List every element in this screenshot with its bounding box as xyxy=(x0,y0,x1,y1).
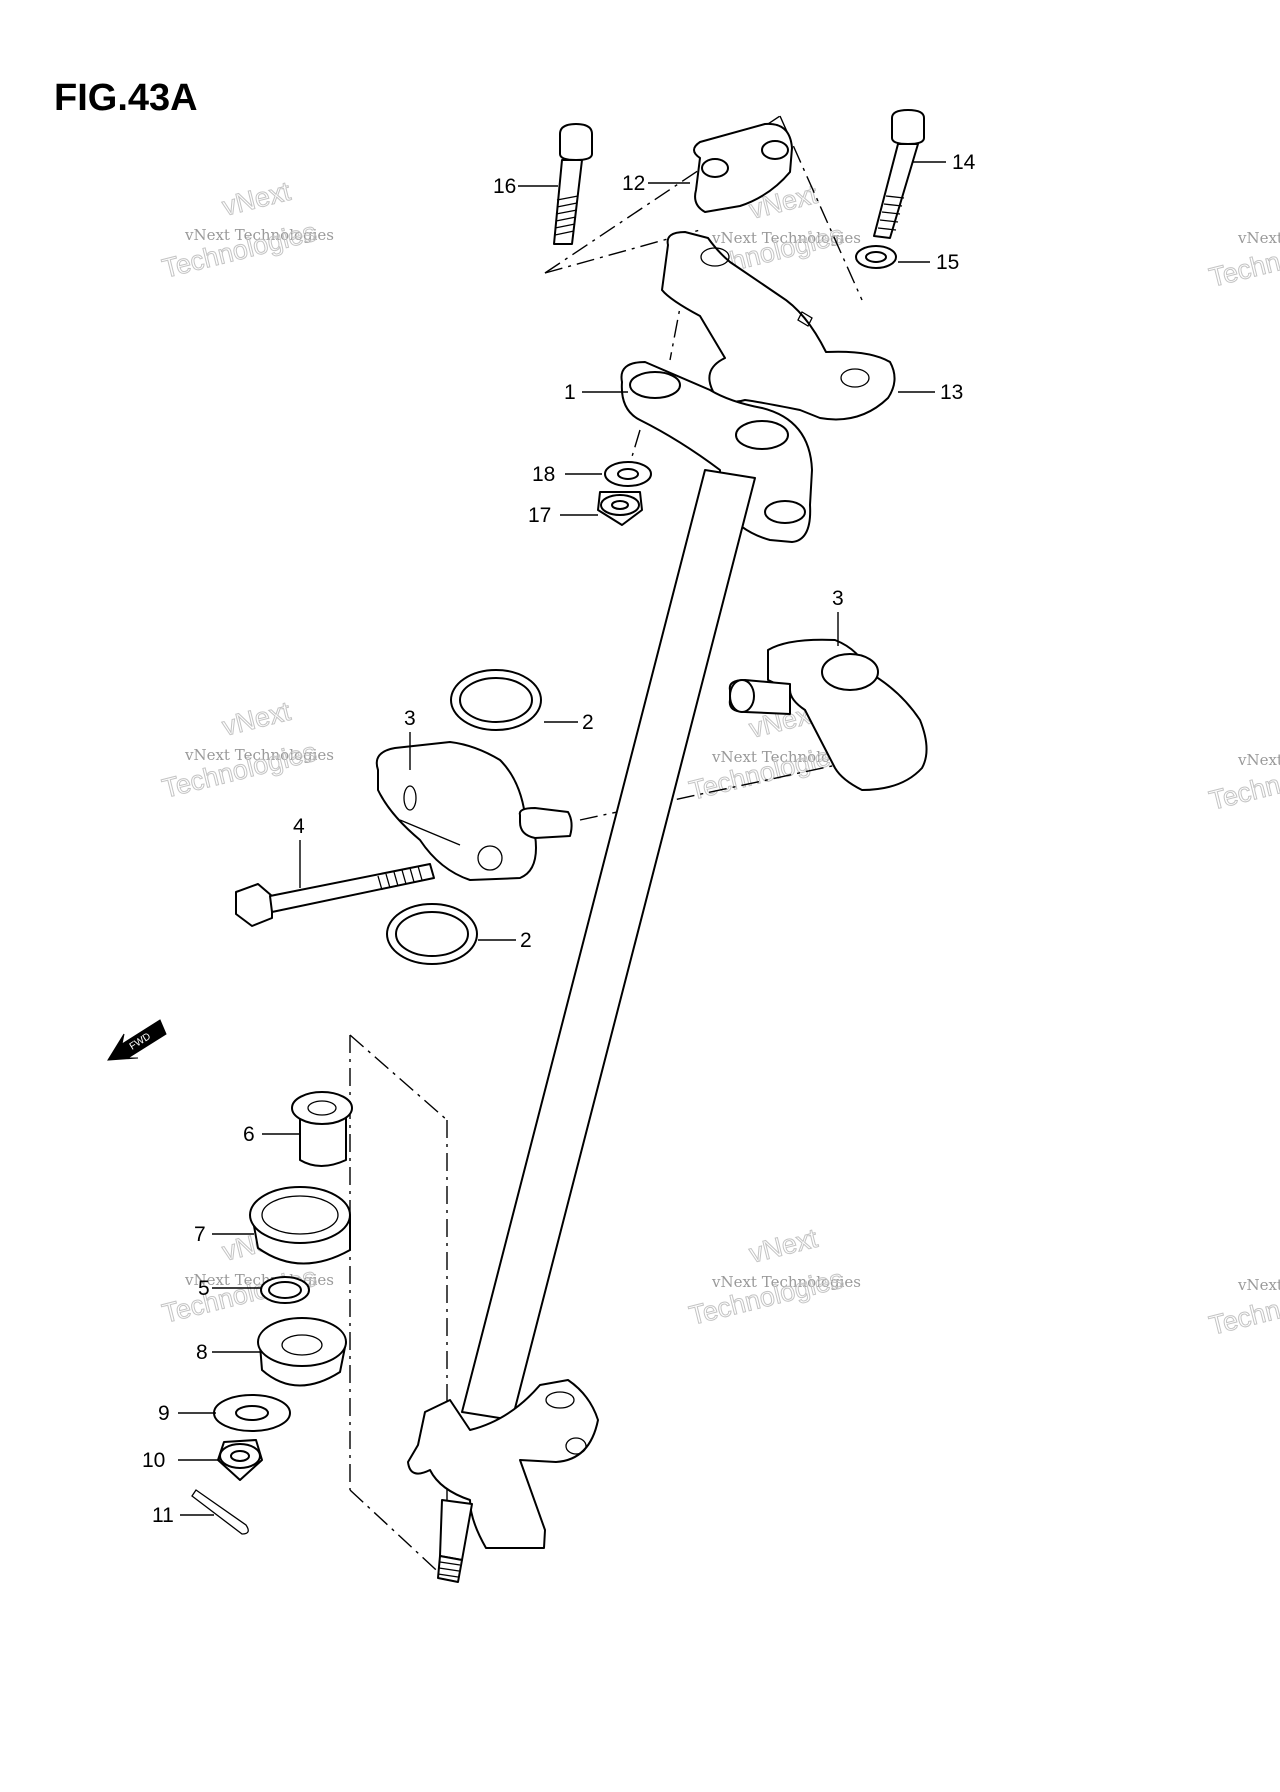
callout-13: 13 xyxy=(940,381,963,404)
part-9-washer[interactable] xyxy=(213,1394,291,1432)
part-11-cotter-pin[interactable] xyxy=(191,1489,249,1535)
callout-17: 17 xyxy=(528,504,551,527)
callout-15: 15 xyxy=(936,251,959,274)
callout-3-right: 3 xyxy=(832,587,844,610)
callout-10: 10 xyxy=(142,1449,165,1472)
part-3-shaft-holder-left[interactable] xyxy=(375,741,573,881)
svg-text:vNext Technologies: vNext Technologies xyxy=(711,748,861,766)
svg-text:vNext Technologies: vNext Technologies xyxy=(1237,751,1280,769)
watermark: vNext Technologies vNext Technologies xyxy=(159,175,334,284)
watermark: vNext Technologies vNext Technologies xyxy=(159,695,334,804)
part-2-bushing-lower[interactable] xyxy=(386,903,478,965)
svg-text:vNext Technologies: vNext Technologies xyxy=(184,226,334,244)
part-2-bushing-upper[interactable] xyxy=(450,669,542,731)
part-8-bearing[interactable] xyxy=(257,1317,347,1387)
callout-5: 5 xyxy=(198,1277,210,1300)
part-10-nut[interactable] xyxy=(217,1439,263,1481)
callout-18: 18 xyxy=(532,463,555,486)
callout-8: 8 xyxy=(196,1341,208,1364)
svg-text:vNext Technologies: vNext Technologies xyxy=(1237,229,1280,247)
callout-2-upper: 2 xyxy=(582,711,594,734)
callout-9: 9 xyxy=(158,1402,170,1425)
part-4-bolt[interactable] xyxy=(235,863,435,927)
svg-text:vNext: vNext xyxy=(219,696,294,742)
part-14-bolt[interactable] xyxy=(873,109,925,239)
callout-2-lower: 2 xyxy=(520,929,532,952)
part-12-upper-clamp[interactable] xyxy=(693,122,793,213)
svg-text:vNext Technologies: vNext Technologies xyxy=(1237,1276,1280,1294)
callout-1: 1 xyxy=(564,381,576,404)
fwd-arrow-icon: FWD xyxy=(107,1019,167,1061)
part-16-bolt[interactable] xyxy=(553,123,593,245)
callouts: 16 12 14 15 13 1 18 17 3 3 2 4 2 6 7 5 8… xyxy=(142,151,976,1527)
svg-text:vNext Technologies: vNext Technologies xyxy=(711,1273,861,1291)
svg-text:vNext Technologies: vNext Technologies xyxy=(711,229,861,247)
callout-14: 14 xyxy=(952,151,976,174)
callout-6: 6 xyxy=(243,1123,255,1146)
watermark-edge: vNext Technologies Technologies vNext Te… xyxy=(1206,225,1280,1341)
callout-3-left: 3 xyxy=(404,707,416,730)
svg-text:vNext: vNext xyxy=(219,176,294,222)
svg-text:vNext Technologies: vNext Technologies xyxy=(184,746,334,764)
part-13-handlebar-holder[interactable] xyxy=(661,231,896,421)
part-6-bushing[interactable] xyxy=(291,1091,353,1167)
part-7-seal[interactable] xyxy=(249,1186,351,1265)
part-15-lock-washer[interactable] xyxy=(855,245,897,269)
part-3-shaft-holder-right[interactable] xyxy=(728,638,928,791)
part-18-washer[interactable] xyxy=(604,461,652,487)
callout-11: 11 xyxy=(152,1504,174,1527)
callout-7: 7 xyxy=(194,1223,206,1246)
part-5-ring[interactable] xyxy=(260,1276,310,1304)
callout-12: 12 xyxy=(622,172,645,195)
part-1-steering-bracket[interactable] xyxy=(620,361,813,543)
callout-16: 16 xyxy=(493,175,516,198)
part-17-nut[interactable] xyxy=(597,491,643,526)
callout-4: 4 xyxy=(293,815,305,838)
svg-text:vNext: vNext xyxy=(746,1223,821,1269)
steering-knuckle-lower[interactable] xyxy=(407,1379,599,1583)
leader-lines xyxy=(178,161,946,1516)
watermark: vNext Technologies vNext Technologies xyxy=(686,1222,861,1331)
figure-title: FIG.43A xyxy=(54,77,198,119)
